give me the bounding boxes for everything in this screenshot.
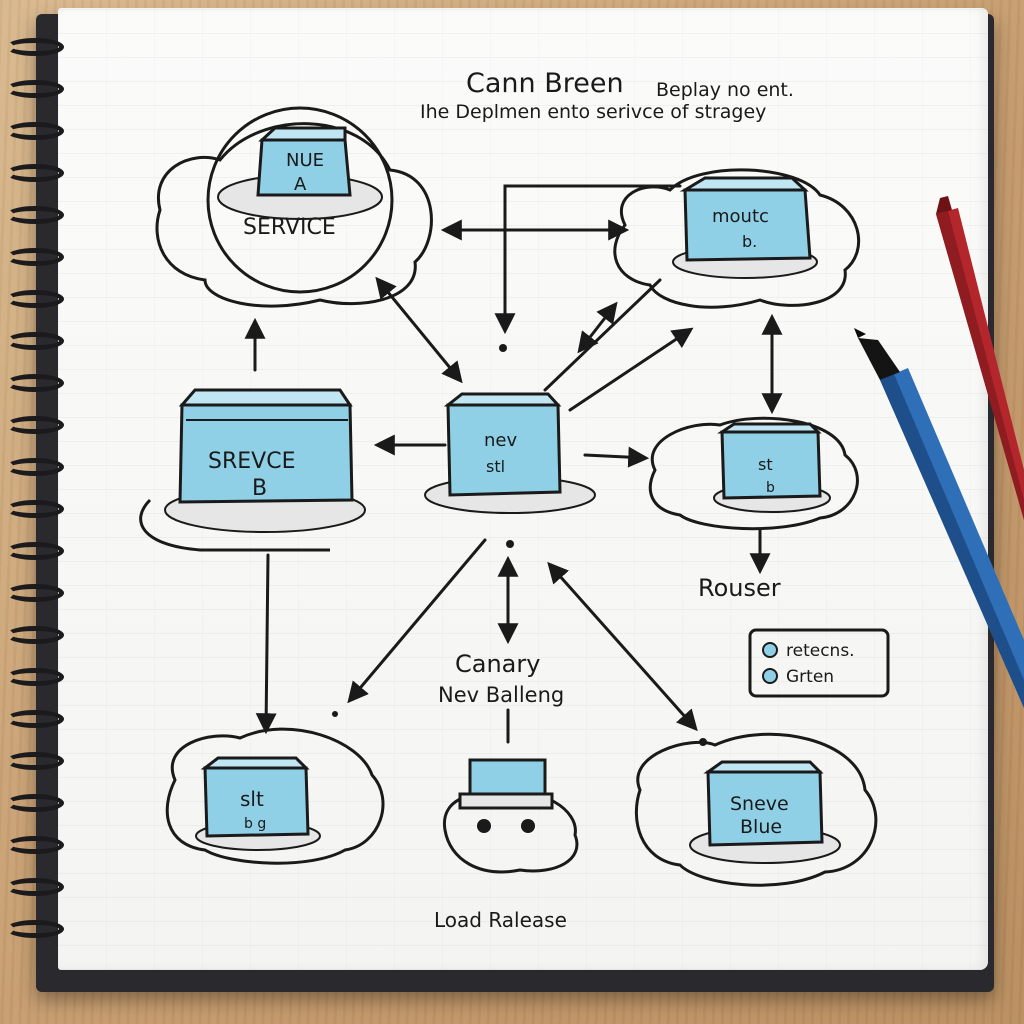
arrow-b-to-slt	[255, 553, 277, 735]
slt-line2: b g	[244, 816, 266, 832]
node-slt: slt b g	[165, 727, 385, 865]
spiral-ring	[6, 878, 64, 896]
nev-stl-line1: nev	[484, 430, 517, 451]
title-line-1: Cann Breen	[466, 68, 624, 99]
legend-item-1: retecns.	[786, 641, 855, 661]
small-double-arrow	[577, 301, 618, 354]
arrow-nev-to-st	[583, 446, 650, 468]
arrow-nev-blue	[547, 561, 698, 732]
legend-dot-icon	[762, 668, 778, 684]
st-line2: b	[766, 480, 775, 496]
service-b-line2: B	[252, 476, 267, 501]
node-st: st b	[648, 416, 859, 531]
spiral-ring	[6, 248, 64, 266]
load-ralease-label: Load Ralease	[434, 908, 567, 932]
spiral-ring	[6, 626, 64, 644]
title-line-2: Ihe Deplmen ento serivce of stragey	[420, 101, 766, 123]
node-load-balancer	[443, 758, 579, 874]
line-nev-moutc	[543, 278, 662, 392]
service-b-line1: SREVCE	[208, 449, 295, 474]
service-a-line1: NUE	[286, 150, 324, 171]
legend-dot-icon	[762, 642, 778, 658]
legend-box: retecns. Grten	[748, 628, 890, 698]
nev-stl-line2: stl	[486, 457, 505, 476]
spiral-ring	[6, 38, 64, 56]
slt-line1: slt	[240, 787, 264, 811]
node-service-b: SREVCE B	[139, 388, 366, 552]
node-moutc: moutc b.	[613, 168, 861, 309]
spiral-ring	[6, 710, 64, 728]
red-pen	[936, 196, 1024, 520]
moutc-line2: b.	[742, 232, 757, 251]
spiral-ring	[6, 836, 64, 854]
spiral-ring	[6, 206, 64, 224]
connector-arrows	[244, 184, 783, 744]
moutc-line1: moutc	[712, 206, 769, 227]
spiral-ring	[6, 416, 64, 434]
rouser-label: Rouser	[698, 574, 781, 602]
blue-pen	[854, 328, 1024, 708]
spiral-ring	[6, 794, 64, 812]
sneve-blue-line2: Blue	[740, 816, 782, 838]
spiral-ring	[6, 542, 64, 560]
spiral-ring	[6, 668, 64, 686]
wheel-icon	[477, 819, 491, 833]
spiral-ring	[6, 374, 64, 392]
st-line1: st	[758, 455, 773, 474]
node-nev-stl: nev stl	[424, 392, 596, 514]
spiral-ring	[6, 80, 64, 98]
canary-label: Canary	[455, 650, 540, 678]
spiral-ring	[6, 920, 64, 938]
dot	[332, 711, 338, 717]
spiral-ring	[6, 290, 64, 308]
dot	[506, 540, 514, 548]
spiral-ring	[6, 164, 64, 182]
legend-item-2: Grten	[786, 667, 834, 687]
spiral-ring	[6, 500, 64, 518]
arrow-nev-service-a	[375, 276, 463, 384]
service-a-line2: A	[294, 174, 307, 195]
service-a-label: SERVICE	[243, 215, 336, 240]
spiral-ring	[6, 458, 64, 476]
spiral-ring	[6, 332, 64, 350]
dot	[499, 344, 507, 352]
node-service-a: NUE A SERVICE	[155, 106, 433, 308]
spiral-ring	[6, 752, 64, 770]
wheel-icon	[521, 819, 535, 833]
arrow-nev-moutc-2	[568, 327, 694, 412]
nev-balleng-label: Nev Balleng	[438, 683, 564, 707]
title-line-1b: Beplay no ent.	[656, 79, 794, 101]
sneve-blue-line1: Sneve	[730, 793, 789, 815]
spiral-ring	[6, 122, 64, 140]
arrow-moutc-nev	[494, 184, 682, 335]
spiral-ring	[6, 584, 64, 602]
node-sneve-blue: Sneve Blue	[634, 732, 878, 887]
arrow-nev-to-slt	[347, 538, 487, 704]
